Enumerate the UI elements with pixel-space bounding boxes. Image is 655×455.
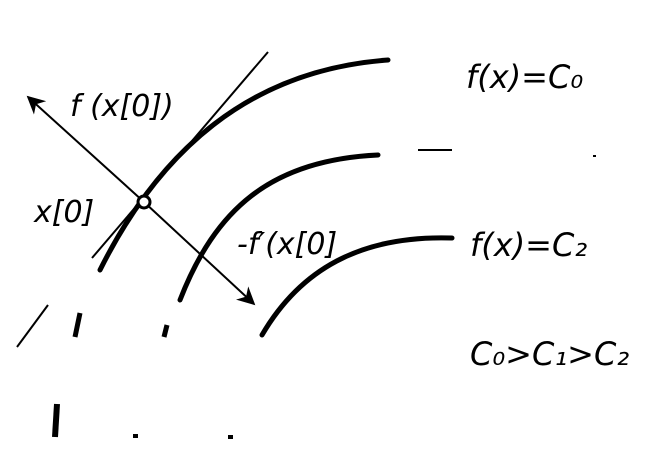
neg-gradient-label: -f′(x[0]	[237, 227, 337, 262]
tangent-line-lower	[16, 304, 49, 348]
gradient-arrow	[26, 95, 145, 203]
level-curve-c1-fragment	[161, 324, 170, 338]
neg-gradient-arrow	[143, 201, 256, 306]
tangent-line	[91, 51, 269, 259]
level-curve-c1	[177, 152, 381, 303]
ordering-label: C₀>C₁>C₂	[470, 335, 629, 373]
level-c0-label: f(x)=C₀	[466, 58, 583, 96]
level-curve-c0-fragment	[72, 312, 83, 338]
level-c2-label: f(x)=C₂	[470, 226, 587, 264]
level-curve-c2	[259, 235, 455, 338]
level-curve-c0	[97, 57, 391, 273]
start-point-label: x[0]	[33, 195, 94, 230]
gradient-label: f (x[0])	[70, 89, 174, 124]
level-curve-c0-fragment-lower	[52, 403, 60, 438]
start-point-marker	[136, 194, 152, 210]
